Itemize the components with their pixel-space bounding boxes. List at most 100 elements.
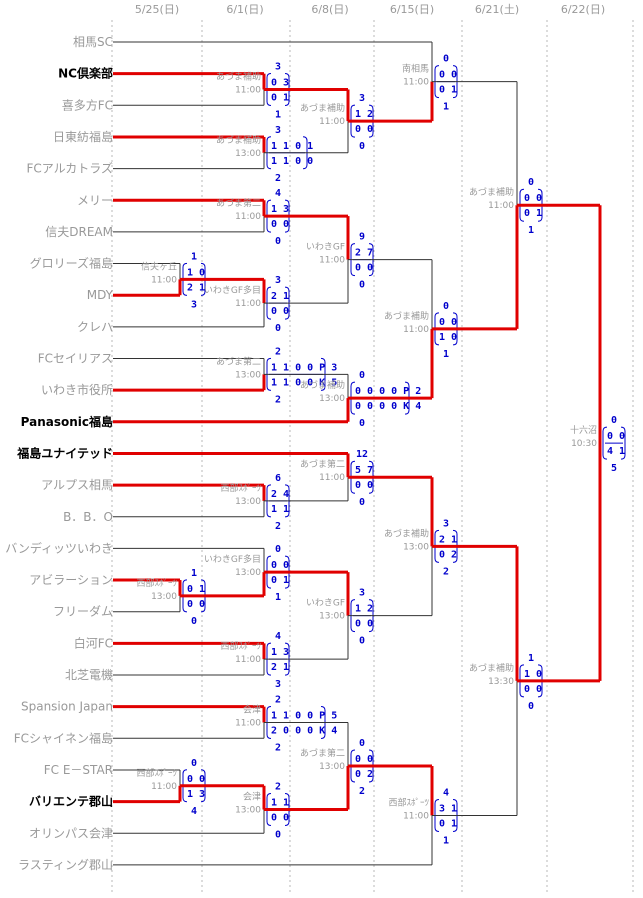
total-score-top: 0: [443, 54, 449, 65]
half-score-top: 2 4: [271, 489, 289, 500]
round-header-3: 6/8(日): [311, 3, 348, 16]
match-venue: いわきGF多目: [204, 553, 261, 565]
total-score-bottom: 0: [275, 323, 281, 334]
total-score-bottom: 0: [359, 497, 365, 508]
total-score-top: 0: [275, 544, 281, 555]
half-score-bottom: 0 0: [355, 480, 373, 491]
half-score-top: 0 0: [607, 431, 625, 442]
total-score-bottom: 2: [275, 173, 281, 184]
round-header-6: 6/22(日): [561, 3, 605, 16]
round-header-2: 6/1(日): [226, 3, 263, 16]
half-score-top: 5 7: [355, 465, 373, 476]
total-score-top: 2: [275, 694, 281, 705]
score-bracket: [620, 426, 626, 460]
total-score-top: 0: [611, 415, 617, 426]
total-score-bottom: 1: [443, 102, 449, 113]
match-venue: あづま補助: [384, 310, 429, 322]
half-score-top: 1 2: [355, 109, 373, 120]
match-time: 13:00: [235, 149, 261, 159]
half-score-bottom: 0 0: [355, 619, 373, 630]
half-score-top: 3 1: [439, 803, 457, 814]
total-score-bottom: 2: [275, 394, 281, 405]
team-name: 信夫DREAM: [45, 225, 113, 239]
total-score-bottom: 4: [191, 806, 197, 817]
round-header-5: 6/21(土): [475, 3, 519, 16]
half-score-top: 1 3: [271, 647, 289, 658]
total-score-bottom: 2: [443, 566, 449, 577]
half-score-top: 0 3: [271, 77, 289, 88]
half-score-bottom: 1 1 0 0 K 5: [271, 377, 337, 388]
half-score-bottom: 1 3: [187, 789, 205, 800]
team-name: アルプス相馬: [41, 478, 113, 492]
total-score-top: 12: [356, 449, 368, 460]
total-score-bottom: 1: [443, 835, 449, 846]
half-score-bottom: 0 0: [271, 219, 289, 230]
half-score-top: 1 1 0 0 P 5: [271, 710, 337, 721]
match-time: 11:00: [319, 117, 345, 127]
half-score-top: 2 1: [271, 291, 289, 302]
total-score-top: 0: [191, 758, 197, 769]
match-time: 13:00: [235, 568, 261, 578]
round-header-1: 5/25(日): [135, 3, 179, 16]
team-name: オリンパス会津: [29, 826, 113, 840]
total-score-top: 3: [275, 61, 281, 72]
match-venue: あづま第二: [216, 355, 261, 367]
half-score-bottom: 2 1: [271, 662, 289, 673]
total-score-top: 1: [528, 653, 534, 664]
half-score-top: 0 0: [187, 774, 205, 785]
half-score-bottom: 0 1: [439, 818, 457, 829]
match-time: 11:00: [319, 473, 345, 483]
team-name: バリエンテ郡山: [29, 794, 113, 809]
half-score-top: 1 1: [271, 798, 289, 809]
total-score-top: 0: [443, 301, 449, 312]
total-score-bottom: 5: [611, 463, 617, 474]
half-score-bottom: 1 0: [439, 332, 457, 343]
total-score-top: 0: [528, 177, 534, 188]
team-name: 北芝電機: [65, 667, 113, 682]
match-time: 13:00: [235, 370, 261, 380]
total-score-top: 6: [275, 473, 281, 484]
match-venue: 西部ｽﾎﾟｰﾂ: [220, 640, 261, 652]
match-time: 11:00: [319, 256, 345, 266]
match-venue: あづま補助: [300, 102, 345, 114]
match-venue: あづま補助: [469, 186, 514, 198]
half-score-bottom: 0 1: [271, 575, 289, 586]
total-score-top: 3: [443, 518, 449, 529]
total-score-bottom: 2: [275, 521, 281, 532]
half-score-top: 2 1: [439, 534, 457, 545]
match-time: 13:00: [235, 497, 261, 507]
half-score-top: 2 7: [355, 248, 373, 259]
total-score-top: 0: [359, 738, 365, 749]
half-score-top: 0 1: [187, 584, 205, 595]
half-score-top: 1 0: [187, 267, 205, 278]
half-score-bottom: 0 2: [439, 549, 457, 560]
team-name: グロリーズ福島: [30, 256, 113, 271]
match-time: 11:00: [235, 212, 261, 222]
match-time: 13:00: [235, 806, 261, 816]
team-name: いわき市役所: [41, 382, 113, 397]
total-score-top: 2: [275, 782, 281, 793]
half-score-bottom: 0 1: [524, 208, 542, 219]
match-time: 11:00: [235, 85, 261, 95]
half-score-bottom: 0 0: [271, 306, 289, 317]
match-venue: いわきGF多目: [204, 284, 261, 296]
half-score-bottom: 0 0: [524, 684, 542, 695]
team-name: メリー: [77, 193, 113, 207]
half-score-bottom: 2 1: [187, 282, 205, 293]
match-time: 11:00: [403, 811, 429, 821]
half-score-bottom: 4 1: [607, 446, 625, 457]
match-venue: 西部ｽﾎﾟｰﾂ: [220, 482, 261, 494]
team-name: B．B．O: [63, 510, 113, 524]
match-time: 10:30: [571, 439, 597, 449]
match-venue: あづま補助: [300, 379, 345, 391]
half-score-bottom: 0 2: [355, 769, 373, 780]
match-time: 11:00: [151, 275, 177, 285]
total-score-bottom: 0: [191, 616, 197, 627]
half-score-top: 0 0 0 0 P 2: [355, 386, 421, 397]
team-name: Panasonic福島: [21, 414, 113, 429]
team-name: フリーダム: [53, 604, 113, 619]
match-time: 11:00: [151, 782, 177, 792]
match-venue: あづま補助: [216, 70, 261, 82]
total-score-bottom: 3: [275, 679, 281, 690]
